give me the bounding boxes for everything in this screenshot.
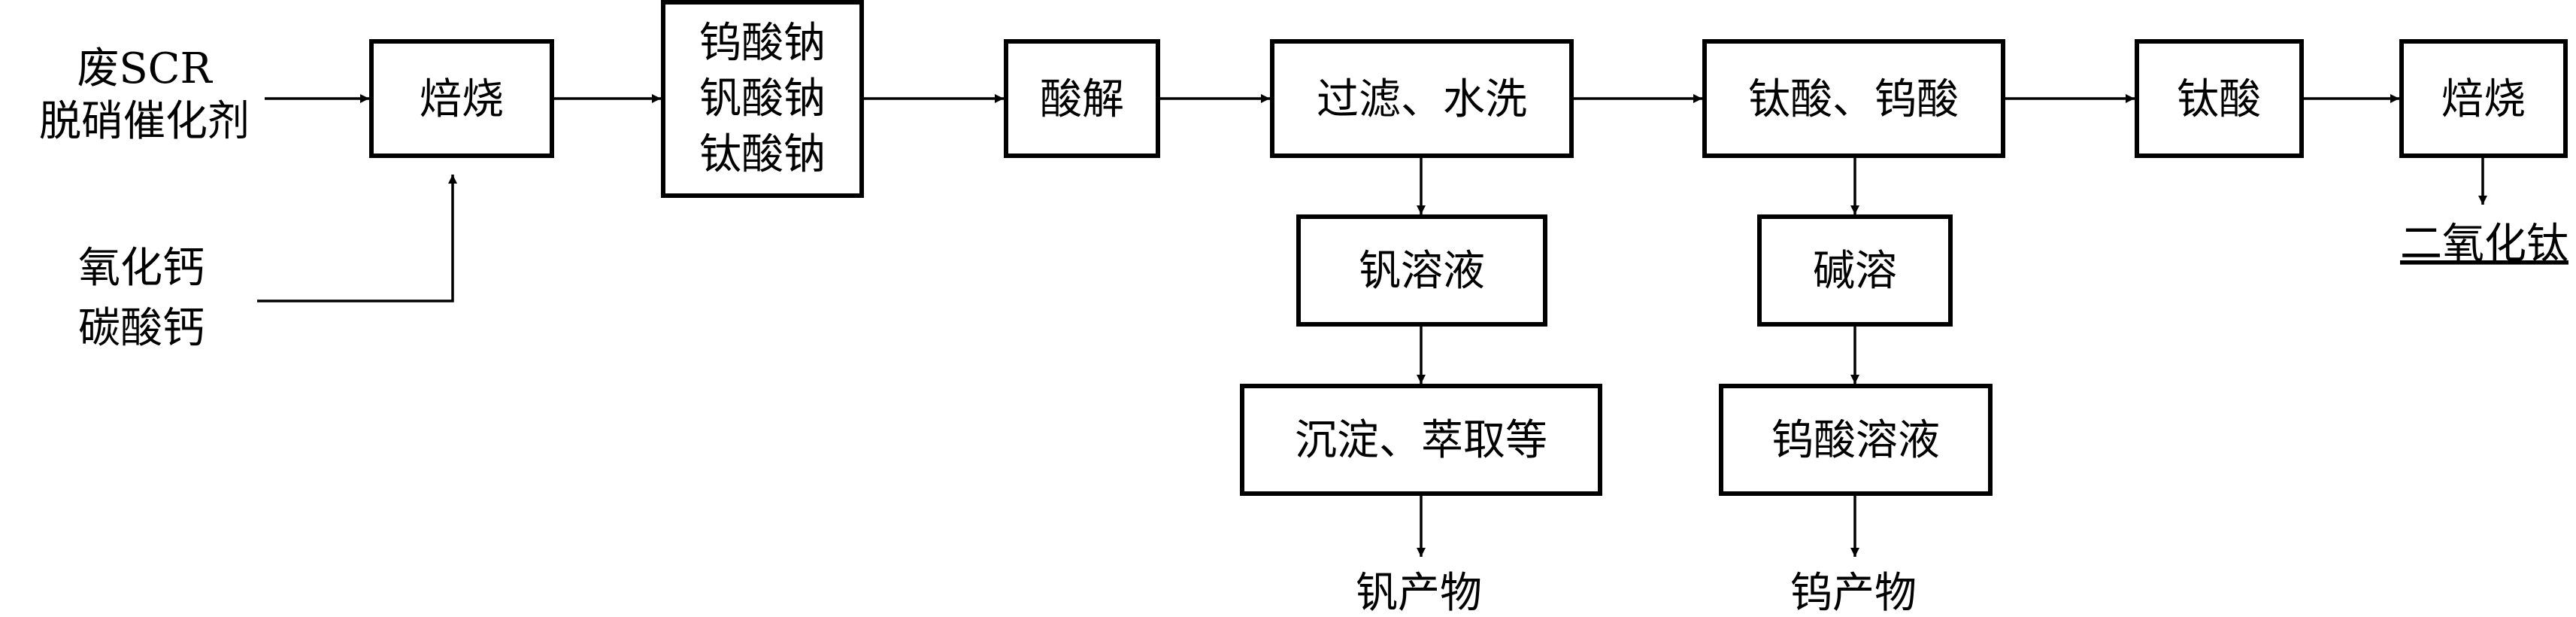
box-alkali-dissolve: 碱溶 xyxy=(1757,214,1953,327)
box-roast2: 焙烧 xyxy=(2399,39,2568,158)
box-filter-wash: 过滤、水洗 xyxy=(1270,39,1574,158)
box-vanadium-solution-label: 钒溶液 xyxy=(1359,247,1485,296)
box-titanic-acid: 钛酸 xyxy=(2135,39,2304,158)
box-acid-leach-label: 酸解 xyxy=(1040,75,1124,124)
box-filter-wash-label: 过滤、水洗 xyxy=(1317,75,1527,124)
box-salts-line3: 钛酸钠 xyxy=(699,130,826,179)
input-additive-line2: 碳酸钙 xyxy=(78,304,205,353)
box-roast1: 焙烧 xyxy=(369,39,554,158)
box-salts-line1: 钨酸钠 xyxy=(699,19,826,68)
input-labels: 废SCR 脱硝催化剂 氧化钙 碳酸钙 xyxy=(39,44,250,353)
output-tungsten-product: 钨产物 xyxy=(1790,569,1917,617)
box-alkali-dissolve-label: 碱溶 xyxy=(1813,247,1897,296)
connectors xyxy=(257,94,2487,557)
box-titanic-tungstic: 钛酸、钨酸 xyxy=(1702,39,2005,158)
box-roast1-label: 焙烧 xyxy=(420,75,504,124)
box-precipitation-extraction: 沉淀、萃取等 xyxy=(1240,384,1602,496)
box-tungstate-solution: 钨酸溶液 xyxy=(1719,384,1993,496)
box-roast2-label: 焙烧 xyxy=(2441,75,2526,124)
box-salts-line2: 钒酸钠 xyxy=(699,74,826,123)
box-precipitation-extraction-label: 沉淀、萃取等 xyxy=(1295,416,1547,465)
output-titanium-dioxide: 二氧化钛 xyxy=(2400,220,2568,269)
arrow-additive-to-roast xyxy=(257,175,457,302)
input-catalyst-line2: 脱硝催化剂 xyxy=(39,97,250,146)
input-catalyst-line1: 废SCR xyxy=(77,44,213,93)
box-sodium-salts: 钨酸钠 钒酸钠 钛酸钠 xyxy=(661,0,864,198)
box-vanadium-solution: 钒溶液 xyxy=(1296,214,1547,327)
box-tungstate-solution-label: 钨酸溶液 xyxy=(1771,416,1940,465)
output-vanadium-product: 钒产物 xyxy=(1356,569,1482,617)
box-titanic-acid-label: 钛酸 xyxy=(2177,75,2261,124)
output-labels: 二氧化钛 钒产物 钨产物 xyxy=(1356,220,2568,617)
input-additive-line1: 氧化钙 xyxy=(78,244,205,293)
box-titanic-tungstic-label: 钛酸、钨酸 xyxy=(1748,75,1959,124)
box-acid-leach: 酸解 xyxy=(1004,39,1160,158)
